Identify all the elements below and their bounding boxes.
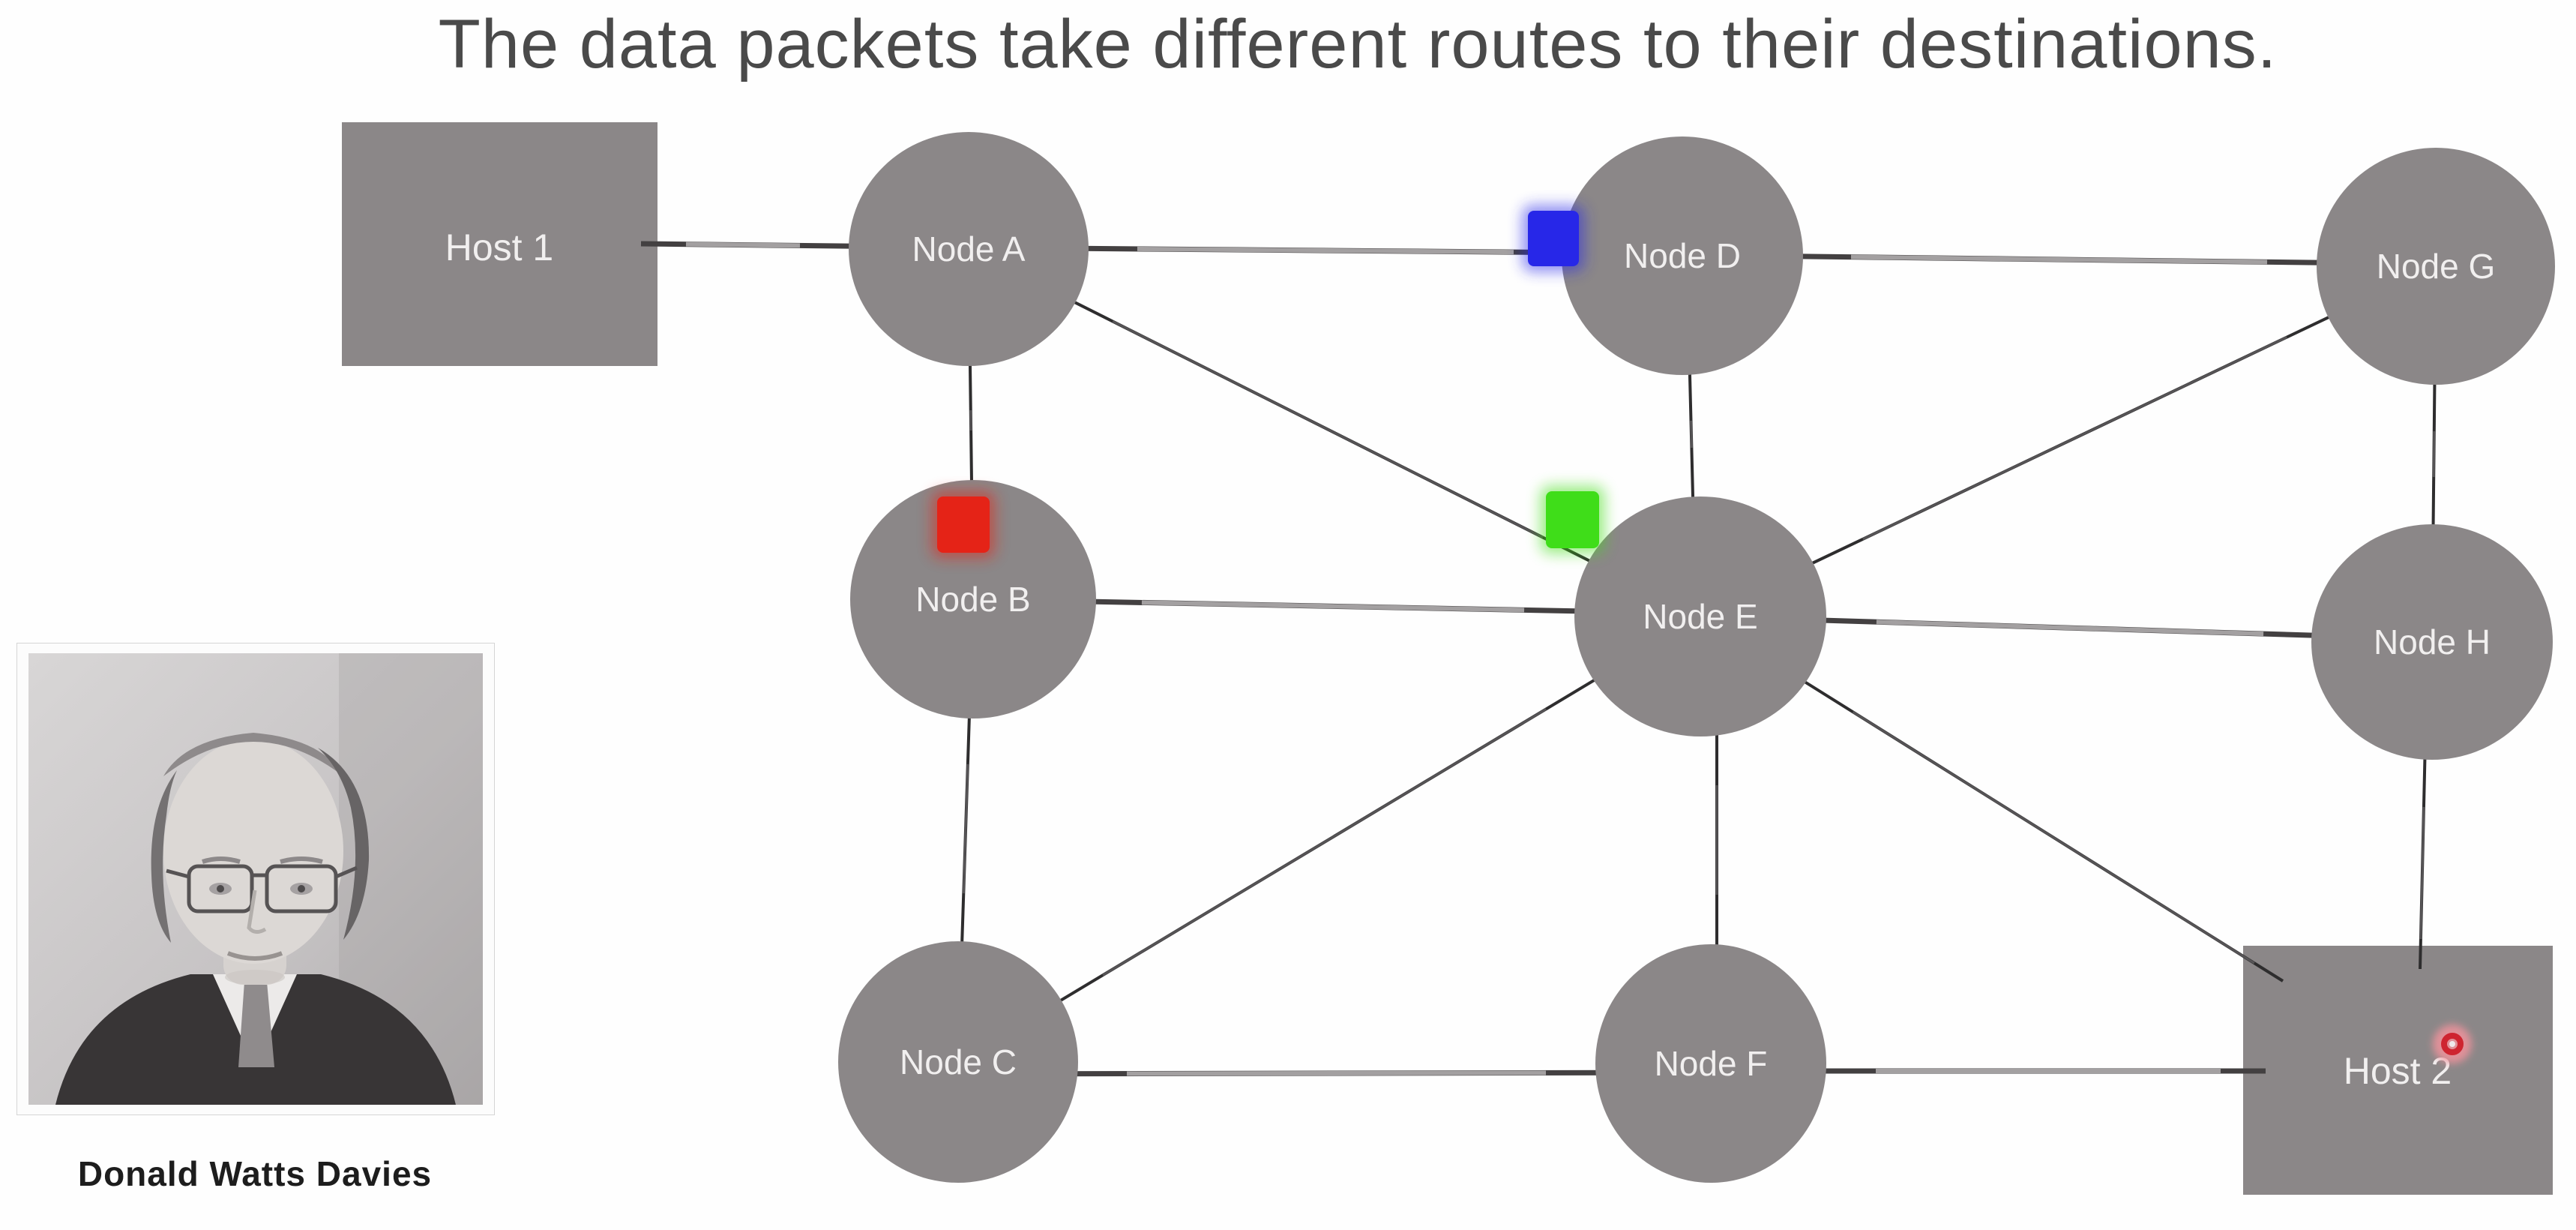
node-a-label: Node A xyxy=(912,230,1026,268)
node-f xyxy=(1595,944,1826,1183)
node-h xyxy=(2311,524,2553,760)
edge-nodec-nodef xyxy=(1126,1070,1547,1076)
node-f-label: Node F xyxy=(1655,1044,1768,1083)
portrait-glasses-left-lens xyxy=(187,864,254,914)
node-h-label: Node H xyxy=(2374,622,2491,662)
packet-blue xyxy=(1528,211,1579,266)
edge-nodeb-nodee xyxy=(1141,600,1525,613)
node-c-label: Node C xyxy=(900,1042,1017,1082)
host-2 xyxy=(2243,946,2553,1195)
portrait-right-pupil xyxy=(298,885,305,892)
packet-green xyxy=(1546,491,1599,548)
node-b-label: Node B xyxy=(915,580,1030,619)
portrait-glasses-bridge xyxy=(166,866,358,879)
edge-nodeg-nodee xyxy=(1862,336,2288,541)
portrait-hair-left xyxy=(151,770,177,943)
portrait-hair-right xyxy=(318,748,370,940)
packet-red xyxy=(937,496,990,553)
node-d xyxy=(1562,136,1803,375)
edge-host1-nodea xyxy=(685,242,801,248)
edge-nodea-noded xyxy=(1137,246,1514,255)
edge-nodee-nodec xyxy=(1102,708,1547,976)
portrait-nose xyxy=(247,890,267,934)
node-d-label: Node D xyxy=(1624,236,1741,275)
node-c xyxy=(838,941,1078,1183)
edge-nodeh-host2 xyxy=(2419,806,2425,940)
edge-noded-nodeg xyxy=(1850,254,2268,265)
node-b xyxy=(850,480,1096,718)
edge-nodeb-nodec xyxy=(962,764,969,894)
edge-nodee-nodeh xyxy=(1876,620,2264,637)
host-1 xyxy=(342,122,657,366)
node-a xyxy=(849,132,1089,366)
click-indicator-ring xyxy=(2441,1033,2464,1055)
host-2-label: Host 2 xyxy=(2344,1050,2452,1092)
diagram-title: The data packets take different routes t… xyxy=(438,6,2278,82)
portrait-photo xyxy=(16,642,496,1116)
portrait-hair-top xyxy=(163,733,343,776)
click-indicator-center xyxy=(2449,1041,2455,1047)
node-e-label: Node E xyxy=(1643,597,1757,636)
portrait-chin-shadow xyxy=(225,970,285,985)
portrait-caption: Donald Watts Davies xyxy=(77,1154,433,1193)
portrait-glasses-right-lens xyxy=(265,864,338,914)
node-g-label: Node G xyxy=(2377,247,2496,286)
host-1-label: Host 1 xyxy=(445,226,554,268)
portrait-eyebrows xyxy=(202,856,323,864)
portrait-head xyxy=(163,739,343,964)
node-e xyxy=(1574,496,1826,736)
portrait-left-pupil xyxy=(217,885,224,892)
portrait-mouth xyxy=(226,951,283,961)
edge-nodee-host2 xyxy=(1852,710,2255,964)
edge-nodea-nodee xyxy=(1112,320,1544,538)
portrait-tie xyxy=(238,982,274,1067)
node-g xyxy=(2317,148,2555,385)
portrait-illustration xyxy=(16,642,496,1116)
